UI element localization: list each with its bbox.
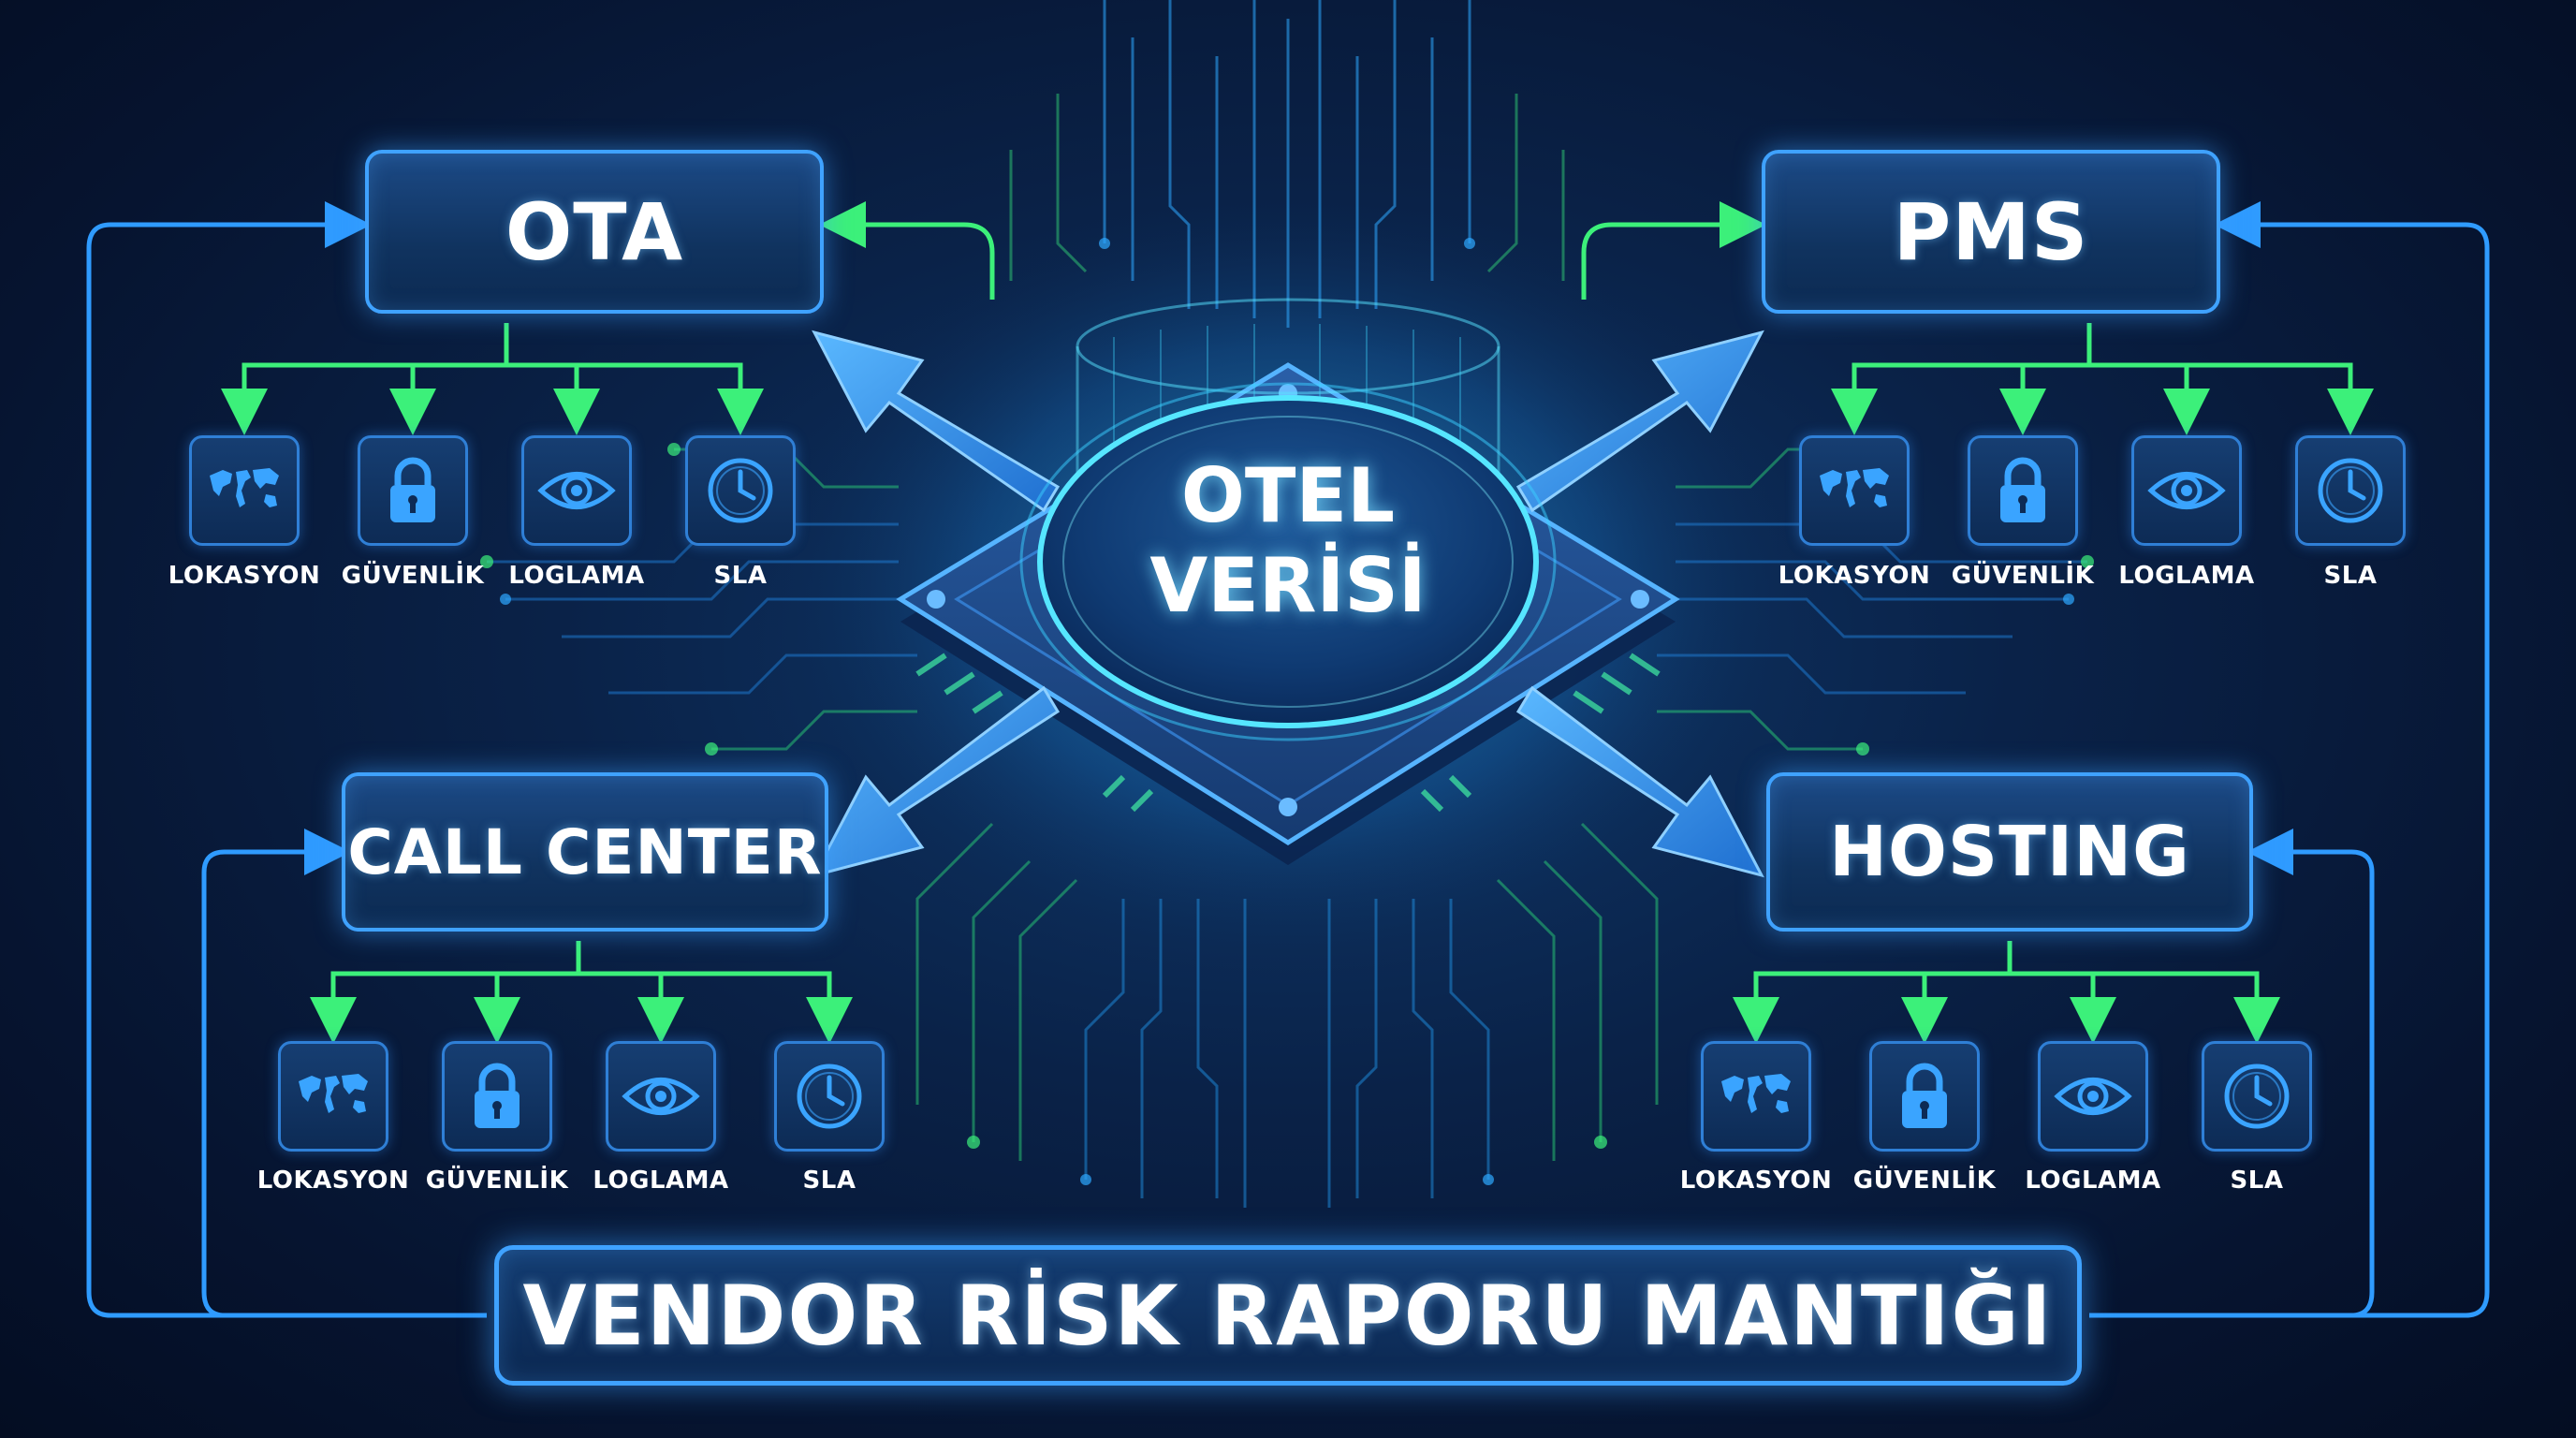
vendor-box-ota: OTA — [365, 150, 824, 314]
clock-icon — [685, 435, 796, 546]
criteria-label-sla: SLA — [802, 1167, 856, 1195]
criteria-label-lokasyon: LOKASYON — [256, 1167, 410, 1195]
criteria-label-loglama: LOGLAMA — [2118, 562, 2255, 590]
otel-verisi-core — [1019, 298, 1557, 741]
eye-icon — [521, 435, 632, 546]
criteria-label-lokasyon: LOKASYON — [1679, 1167, 1833, 1195]
padlock-icon — [1968, 435, 2078, 546]
report-title-box: VENDOR RİSK RAPORU MANTIĞI — [494, 1245, 2082, 1386]
clock-icon — [2295, 435, 2406, 546]
criteria-label-loglama: LOGLAMA — [2025, 1167, 2161, 1195]
criteria-label-guvenlik: GÜVENLİK — [425, 1167, 569, 1195]
eye-icon — [2038, 1041, 2148, 1152]
eye-icon — [606, 1041, 716, 1152]
criteria-label-guvenlik: GÜVENLİK — [1852, 1167, 1997, 1195]
clock-icon — [774, 1041, 885, 1152]
criteria-label-guvenlik: GÜVENLİK — [1951, 562, 2095, 590]
core-label-line1: OTEL — [1180, 452, 1396, 539]
criteria-label-sla: SLA — [2323, 562, 2378, 590]
report-title: VENDOR RİSK RAPORU MANTIĞI — [522, 1267, 2054, 1364]
vendor-box-pms: PMS — [1762, 150, 2220, 314]
padlock-icon — [358, 435, 468, 546]
world-map-icon — [1701, 1041, 1811, 1152]
vendor-label-call-center: CALL CENTER — [347, 815, 823, 888]
criteria-label-loglama: LOGLAMA — [593, 1167, 729, 1195]
criteria-label-sla: SLA — [2230, 1167, 2284, 1195]
data-flow-arrows — [812, 330, 1764, 878]
core-label: OTEL VERİSİ — [1101, 451, 1475, 631]
padlock-icon — [442, 1041, 552, 1152]
criteria-connectors — [221, 201, 2374, 1044]
vendor-label-pms: PMS — [1893, 185, 2089, 278]
world-map-icon — [278, 1041, 388, 1152]
vendor-label-ota: OTA — [505, 185, 684, 278]
core-label-line2: VERİSİ — [1149, 542, 1427, 629]
criteria-label-guvenlik: GÜVENLİK — [341, 562, 485, 590]
feedback-loop — [86, 201, 2490, 1318]
vendor-label-hosting: HOSTING — [1829, 812, 2190, 892]
criteria-label-loglama: LOGLAMA — [508, 562, 645, 590]
vendor-box-hosting: HOSTING — [1766, 772, 2253, 932]
criteria-label-lokasyon: LOKASYON — [1778, 562, 1931, 590]
eye-icon — [2131, 435, 2242, 546]
vendor-box-call-center: CALL CENTER — [342, 772, 828, 932]
criteria-label-lokasyon: LOKASYON — [168, 562, 321, 590]
world-map-icon — [1799, 435, 1910, 546]
clock-icon — [2202, 1041, 2312, 1152]
world-map-icon — [189, 435, 300, 546]
padlock-icon — [1869, 1041, 1980, 1152]
criteria-label-sla: SLA — [713, 562, 768, 590]
